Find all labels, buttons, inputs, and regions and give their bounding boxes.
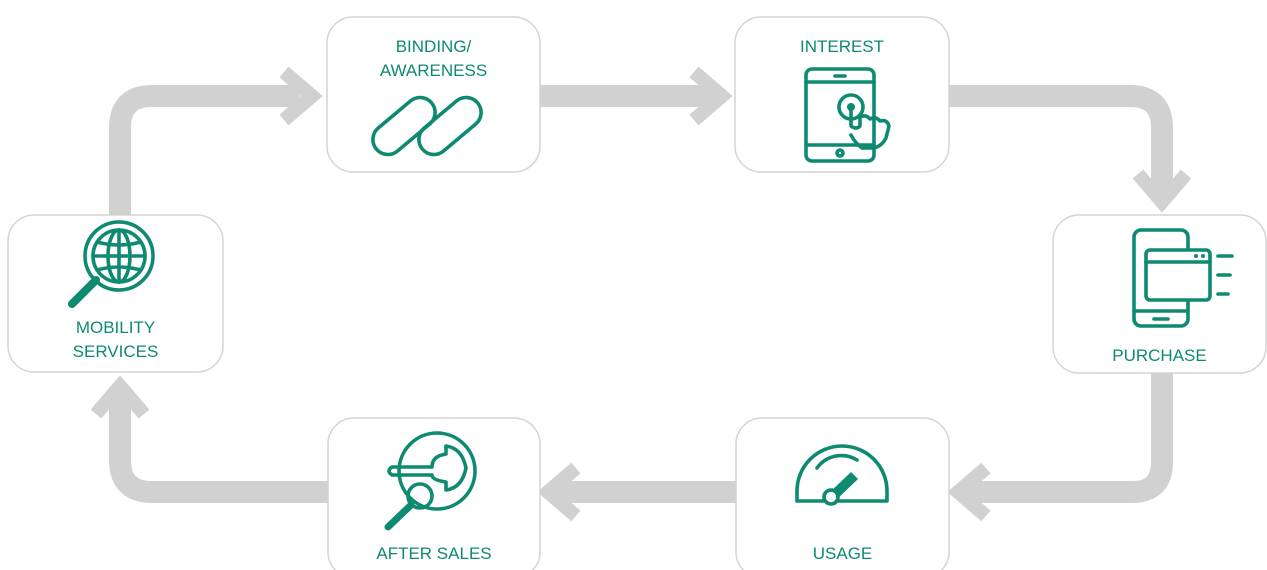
card-after-sales	[327, 417, 541, 570]
arrowhead-to-mobility	[90, 375, 150, 419]
flow-mobility-to-binding	[109, 85, 300, 215]
flow-purchase-to-usage	[966, 373, 1173, 503]
node-interest: INTEREST	[734, 16, 950, 173]
arrowhead-to-binding	[279, 66, 323, 126]
node-usage: USAGE	[735, 417, 950, 570]
node-mobility-services: MOBILITY SERVICES	[7, 214, 224, 373]
interest-label: INTEREST	[800, 37, 884, 56]
speedometer-icon	[795, 444, 889, 506]
mobile-window-icon	[1132, 228, 1234, 328]
wrench-search-icon	[384, 431, 477, 531]
arrowhead-to-purchase	[1132, 169, 1192, 213]
node-after-sales: AFTER SALES	[327, 417, 541, 570]
flow-connectors	[90, 66, 1192, 522]
node-purchase: PURCHASE	[1052, 214, 1267, 374]
arrowhead-to-aftersales	[537, 462, 581, 522]
mobility-label-line1: MOBILITY	[76, 318, 155, 337]
node-binding-awareness: BINDING/ AWARENESS	[326, 16, 541, 173]
flow-interest-to-purchase	[949, 85, 1173, 192]
binding-label-line1: BINDING/	[396, 37, 472, 56]
card-mobility	[7, 214, 224, 373]
chain-link-icon	[371, 95, 483, 157]
arrowhead-to-interest	[689, 66, 733, 126]
after-sales-label: AFTER SALES	[376, 544, 491, 563]
purchase-label: PURCHASE	[1112, 346, 1206, 365]
card-binding	[326, 16, 541, 173]
binding-label-line2: AWARENESS	[380, 61, 487, 80]
card-interest	[734, 16, 950, 173]
tablet-tap-icon	[804, 67, 891, 163]
mobility-label-line2: SERVICES	[73, 342, 159, 361]
card-usage	[735, 417, 950, 570]
usage-label: USAGE	[813, 544, 873, 563]
arrowhead-to-usage	[947, 462, 991, 522]
globe-search-icon	[68, 220, 155, 308]
flow-aftersales-to-mobility	[109, 394, 328, 503]
